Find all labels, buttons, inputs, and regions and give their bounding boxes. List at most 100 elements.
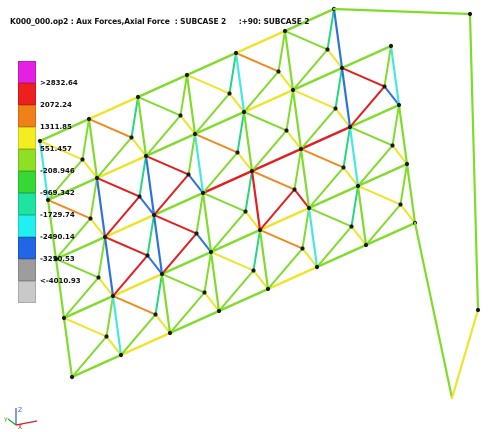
truss-node[interactable] xyxy=(388,43,394,49)
truss-node[interactable] xyxy=(276,69,281,74)
diagonal-member[interactable] xyxy=(341,67,386,88)
chord-member[interactable] xyxy=(70,353,123,379)
diagonal-member[interactable] xyxy=(146,214,155,257)
diagonal-member[interactable] xyxy=(342,126,351,169)
diagonal-member[interactable] xyxy=(293,148,302,191)
edge-member[interactable] xyxy=(413,221,454,400)
diagonal-member[interactable] xyxy=(350,185,359,228)
vertical-member[interactable] xyxy=(250,169,262,232)
diagonal-member[interactable] xyxy=(153,173,190,216)
diagonal-member[interactable] xyxy=(97,276,114,297)
truss-node[interactable] xyxy=(475,307,481,313)
chord-member[interactable] xyxy=(356,162,409,188)
diagonal-member[interactable] xyxy=(104,195,141,238)
diagonal-member[interactable] xyxy=(210,251,255,272)
chord-member[interactable] xyxy=(348,103,401,129)
vertical-member[interactable] xyxy=(103,235,115,298)
diagonal-member[interactable] xyxy=(326,8,335,51)
truss-node[interactable] xyxy=(102,234,108,240)
chord-member[interactable] xyxy=(258,206,311,232)
diagonal-member[interactable] xyxy=(308,166,345,209)
diagonal-member[interactable] xyxy=(194,133,239,154)
truss-node[interactable] xyxy=(216,308,222,314)
truss-node[interactable] xyxy=(86,116,92,122)
diagonal-member[interactable] xyxy=(89,217,106,238)
vertical-member[interactable] xyxy=(397,103,409,166)
diagonal-member[interactable] xyxy=(161,273,206,294)
truss-node[interactable] xyxy=(186,172,191,177)
diagonal-member[interactable] xyxy=(391,144,408,165)
chord-member[interactable] xyxy=(103,213,156,239)
diagonal-member[interactable] xyxy=(244,170,253,213)
chord-member[interactable] xyxy=(364,221,417,247)
diagonal-member[interactable] xyxy=(357,144,394,187)
diagonal-member[interactable] xyxy=(357,185,402,206)
diagonal-member[interactable] xyxy=(137,96,182,117)
diagonal-member[interactable] xyxy=(210,210,247,253)
vertical-member[interactable] xyxy=(356,184,368,247)
vertical-member[interactable] xyxy=(54,257,66,320)
truss-node[interactable] xyxy=(333,106,338,111)
diagonal-member[interactable] xyxy=(236,151,253,172)
vertical-member[interactable] xyxy=(111,294,123,357)
chord-member[interactable] xyxy=(62,294,115,320)
chord-member[interactable] xyxy=(266,265,319,291)
truss-node[interactable] xyxy=(382,84,387,89)
diagonal-member[interactable] xyxy=(194,92,231,135)
diagonal-member[interactable] xyxy=(259,188,296,231)
truss-node[interactable] xyxy=(143,153,149,159)
diagonal-member[interactable] xyxy=(228,52,237,95)
diagonal-member[interactable] xyxy=(334,67,343,110)
diagonal-member[interactable] xyxy=(365,203,402,246)
diagonal-member[interactable] xyxy=(202,151,239,194)
truss-node[interactable] xyxy=(192,131,198,137)
diagonal-member[interactable] xyxy=(96,177,141,198)
truss-node[interactable] xyxy=(135,94,141,100)
chord-member[interactable] xyxy=(38,117,91,143)
truss-node[interactable] xyxy=(355,183,361,189)
truss-node[interactable] xyxy=(69,374,75,380)
diagonal-member[interactable] xyxy=(383,45,392,88)
truss-node[interactable] xyxy=(151,212,157,218)
chord-member[interactable] xyxy=(144,132,197,158)
truss-node[interactable] xyxy=(145,253,150,258)
truss-node[interactable] xyxy=(153,312,158,317)
diagonal-member[interactable] xyxy=(63,317,108,338)
vertical-member[interactable] xyxy=(152,213,164,276)
truss-node[interactable] xyxy=(167,330,173,336)
diagonal-member[interactable] xyxy=(228,92,245,113)
diagonal-member[interactable] xyxy=(161,232,198,275)
chord-member[interactable] xyxy=(283,7,336,33)
truss-node[interactable] xyxy=(325,47,330,52)
diagonal-member[interactable] xyxy=(252,229,261,272)
diagonal-member[interactable] xyxy=(391,104,400,147)
chord-member[interactable] xyxy=(217,287,270,313)
diagonal-member[interactable] xyxy=(154,313,171,334)
chord-member[interactable] xyxy=(160,250,213,276)
truss-node[interactable] xyxy=(390,143,395,148)
chord-member[interactable] xyxy=(168,309,221,335)
chord-member[interactable] xyxy=(201,169,254,195)
truss-node[interactable] xyxy=(249,168,255,174)
truss-node[interactable] xyxy=(233,50,239,56)
edge-member[interactable] xyxy=(332,7,472,16)
diagonal-member[interactable] xyxy=(301,207,310,250)
diagonal-member[interactable] xyxy=(130,96,139,139)
chord-member[interactable] xyxy=(209,228,262,254)
diagonal-member[interactable] xyxy=(349,126,394,147)
vertical-member[interactable] xyxy=(38,139,50,202)
diagonal-member[interactable] xyxy=(105,335,122,356)
truss-node[interactable] xyxy=(88,216,93,221)
vertical-member[interactable] xyxy=(62,316,74,379)
diagonal-member[interactable] xyxy=(243,111,288,132)
diagonal-member[interactable] xyxy=(277,30,286,73)
diagonal-member[interactable] xyxy=(284,30,329,51)
truss-node[interactable] xyxy=(292,187,297,192)
diagonal-member[interactable] xyxy=(130,136,147,157)
chord-member[interactable] xyxy=(136,73,189,99)
chord-member[interactable] xyxy=(315,243,368,269)
chord-member[interactable] xyxy=(87,95,140,121)
diagonal-member[interactable] xyxy=(252,269,269,290)
chord-member[interactable] xyxy=(111,272,164,298)
truss-node[interactable] xyxy=(80,157,85,162)
